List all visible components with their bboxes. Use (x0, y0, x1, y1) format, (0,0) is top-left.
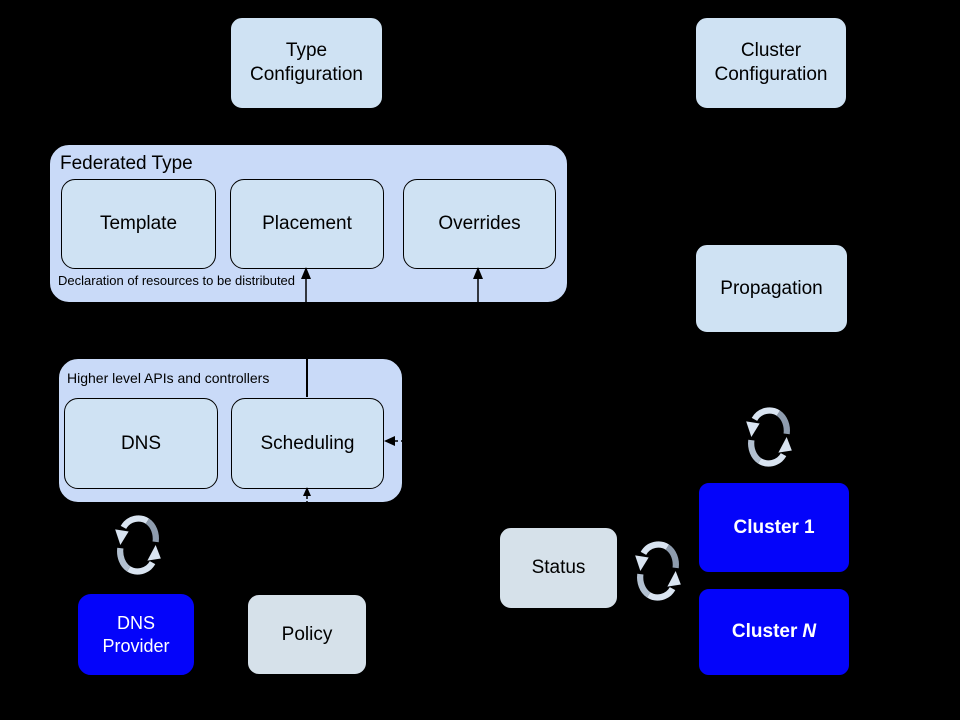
controllers-group: Higher level APIs and controllers DNS Sc… (58, 358, 403, 503)
dns-provider-label: DNS Provider (102, 613, 170, 656)
propagation-label: Propagation (720, 277, 823, 299)
federated-type-caption: Declaration of resources to be distribut… (58, 273, 296, 288)
overrides-box: Overrides (403, 179, 556, 269)
policy-box: Policy (247, 594, 367, 675)
type-configuration-box: Type Configuration (230, 17, 383, 109)
overrides-label: Overrides (438, 213, 521, 235)
dashed-arrow-into-scheduling-bottom (303, 487, 311, 504)
dns-provider-box: DNS Provider (77, 593, 195, 676)
type-configuration-label: Type Configuration (249, 40, 364, 85)
status-box: Status (499, 527, 618, 609)
dashed-arrow-into-scheduling-right (384, 436, 404, 446)
sync-icon-propagation-cluster (746, 407, 792, 467)
placement-box: Placement (230, 179, 384, 269)
placement-label: Placement (262, 213, 352, 235)
arrow-into-placement (301, 267, 311, 303)
federated-type-group: Federated Type Template Placement Overri… (49, 144, 568, 303)
line-placement-to-scheduling (306, 358, 308, 397)
sync-icon-status-clusters (635, 541, 681, 601)
arrow-into-overrides (473, 267, 483, 303)
dns-box: DNS (64, 398, 218, 489)
dns-label: DNS (120, 432, 162, 454)
status-label: Status (531, 557, 586, 579)
cluster-configuration-label: Cluster Configuration (714, 40, 828, 85)
scheduling-label: Scheduling (260, 432, 355, 454)
controllers-title: Higher level APIs and controllers (67, 370, 270, 386)
template-box: Template (61, 179, 216, 269)
federated-type-title: Federated Type (60, 153, 193, 174)
propagation-box: Propagation (695, 244, 848, 333)
policy-label: Policy (281, 623, 333, 645)
cluster-configuration-box: Cluster Configuration (695, 17, 847, 109)
scheduling-box: Scheduling (231, 398, 384, 489)
template-label: Template (99, 213, 178, 235)
sync-icon-dns-provider (115, 515, 161, 575)
